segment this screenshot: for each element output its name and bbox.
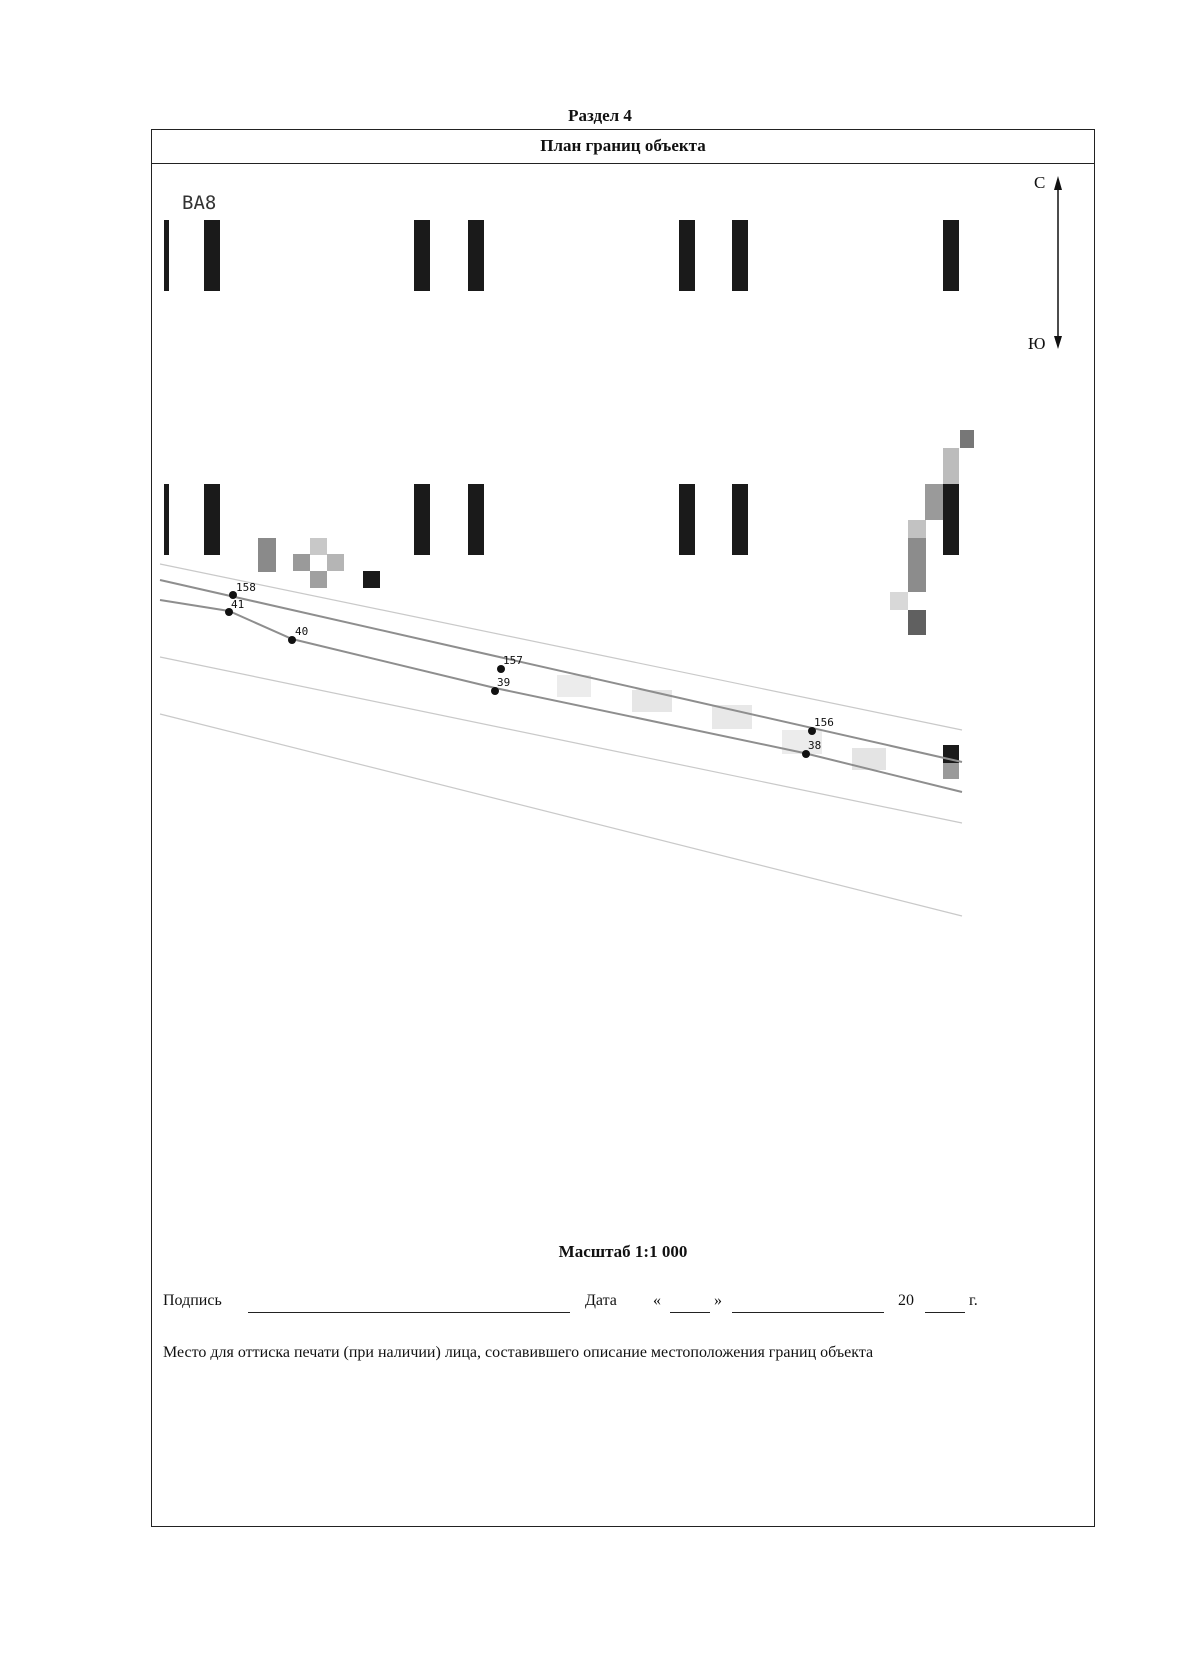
stamp-note: Место для оттиска печати (при наличии) л… bbox=[163, 1344, 874, 1361]
point-label: 41 bbox=[231, 598, 244, 611]
section-heading: Раздел 4 bbox=[568, 106, 632, 125]
year-suffix: г. bbox=[969, 1292, 978, 1309]
point-label: 40 bbox=[295, 625, 308, 638]
compass-icon: С Ю bbox=[1028, 173, 1062, 353]
boundary-point bbox=[802, 750, 810, 758]
date-label: Дата bbox=[585, 1292, 617, 1309]
plan-map: ВА8 С Ю bbox=[159, 173, 1062, 917]
point-label: 39 bbox=[497, 676, 510, 689]
quote-open: « bbox=[653, 1292, 661, 1309]
quote-close: » bbox=[714, 1292, 722, 1309]
boundary-point bbox=[229, 591, 237, 599]
signature-label: Подпись bbox=[163, 1292, 222, 1309]
point-label: 156 bbox=[814, 716, 834, 729]
boundary-point bbox=[808, 727, 816, 735]
signature-row: Подпись Дата « » 20 г. bbox=[163, 1292, 1073, 1316]
boundary-point bbox=[288, 636, 296, 644]
building-blocks-top bbox=[164, 220, 959, 291]
compass-south-label: Ю bbox=[1028, 334, 1045, 353]
century-label: 20 bbox=[898, 1292, 914, 1309]
terrain-patches bbox=[258, 430, 974, 779]
plan-title: План границ объекта bbox=[152, 130, 1094, 164]
building-blocks-middle bbox=[164, 484, 959, 555]
year-line[interactable] bbox=[925, 1312, 965, 1313]
parcel-lines bbox=[159, 563, 963, 917]
boundary-point bbox=[225, 608, 233, 616]
scale-label: Масштаб 1:1 000 bbox=[558, 1242, 688, 1261]
plan-frame: План границ объекта ВА8 С Ю bbox=[151, 129, 1095, 1527]
sheet-label: ВА8 bbox=[182, 192, 216, 214]
point-label: 158 bbox=[236, 581, 256, 594]
day-line[interactable] bbox=[670, 1312, 710, 1313]
boundary-point bbox=[491, 687, 499, 695]
point-label: 157 bbox=[503, 654, 523, 667]
compass-north-label: С bbox=[1034, 173, 1045, 192]
boundary-points: 158 41 40 157 39 156 38 bbox=[225, 581, 834, 758]
month-line[interactable] bbox=[732, 1312, 884, 1313]
point-label: 38 bbox=[808, 739, 821, 752]
signature-line[interactable] bbox=[248, 1312, 570, 1313]
boundary-point bbox=[497, 665, 505, 673]
